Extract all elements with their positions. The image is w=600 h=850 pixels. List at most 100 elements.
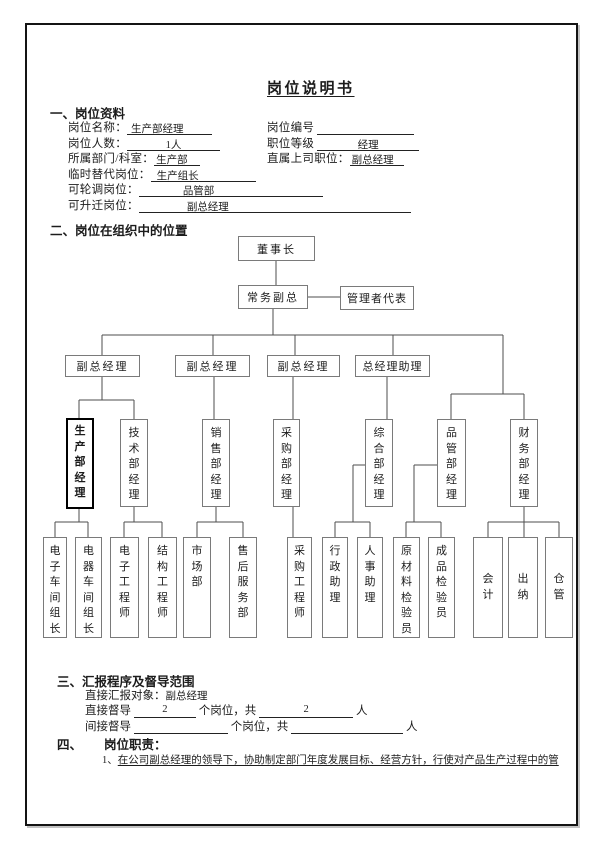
org-node-quality-manager: 品管部经理 [437, 419, 466, 507]
org-node-label: 会计 [482, 573, 494, 601]
page-border [25, 23, 578, 826]
people-unit-label: 人 [356, 705, 368, 717]
org-node-tech-manager: 技术部经理 [120, 419, 148, 507]
field-blank-direct-superior: 副总经理 [349, 152, 404, 166]
org-node-structural-engineer: 结构工程师 [148, 537, 177, 638]
section1-number: 一、 [50, 107, 76, 121]
org-node-label: 电子工程师 [119, 545, 130, 619]
org-node-label: 生产部经理 [74, 425, 86, 499]
section3-title: 汇报程序及督导范围 [82, 675, 195, 689]
field-label: 所属部门/科室： [68, 153, 155, 165]
report-to-line: 直接汇报对象：副总经理 [85, 687, 208, 703]
org-node-label: 采购部经理 [281, 427, 292, 501]
direct-supervision-label: 直接督导 [85, 705, 131, 717]
org-node-after-sales-dept: 售后服务部 [229, 537, 257, 638]
indirect-supervision-label: 间接督导 [85, 721, 131, 733]
section4-heading: 四、 岗位职责： [57, 734, 167, 753]
org-node-label: 财务部经理 [518, 427, 530, 501]
field-label: 岗位人数： [68, 138, 127, 150]
field-label: 岗位名称： [68, 122, 127, 134]
field-blank-substitute: 生产组长 [150, 168, 256, 182]
org-node-purchasing-engineer: 采购工程师 [287, 537, 312, 638]
field-headcount: 岗位人数：1人 [68, 135, 220, 151]
org-node-label: 行政助理 [329, 545, 341, 604]
section2-number: 二、 [50, 224, 76, 238]
field-rotation: 可轮调岗位：品管部 [68, 181, 323, 197]
org-node-executive-vp: 常务副总 [238, 285, 308, 309]
field-position-name: 岗位名称：生产部经理 [68, 119, 212, 135]
section1-heading: 一、岗位资料 [50, 103, 125, 122]
org-node-vp-2: 副总经理 [175, 355, 250, 377]
field-position-code: 岗位编号 [267, 119, 415, 135]
org-node-label: 电器车间组长 [83, 545, 94, 635]
org-node-gm-assistant: 总经理助理 [355, 355, 430, 377]
org-node-label: 原材料检验员 [401, 545, 412, 635]
people-unit-label: 人 [406, 721, 418, 733]
report-to-value: 副总经理 [165, 691, 208, 702]
org-node-market-dept: 市场部 [183, 537, 211, 638]
org-node-hr-assistant: 人事助理 [357, 537, 383, 638]
org-node-purchasing-manager: 采购部经理 [273, 419, 300, 507]
field-blank-department: 生产部 [154, 152, 201, 166]
field-label: 临时替代岗位： [68, 169, 151, 181]
field-promotion: 可升迁岗位：副总经理 [68, 197, 411, 213]
field-blank-position-code [317, 121, 415, 135]
org-node-vp-3: 副总经理 [267, 355, 340, 377]
field-label: 可升迁岗位： [68, 200, 139, 212]
direct-supervision-line: 直接督导 2 个岗位，共 2 人 [85, 702, 368, 718]
org-node-management-rep: 管理者代表 [340, 286, 414, 310]
field-blank-promotion: 副总经理 [138, 199, 411, 213]
section2-heading: 二、岗位在组织中的位置 [50, 220, 188, 239]
field-blank-grade: 经理 [317, 137, 420, 151]
field-blank-headcount: 1人 [127, 137, 220, 151]
org-node-production-manager-highlighted: 生产部经理 [66, 418, 94, 509]
report-to-label: 直接汇报对象： [85, 690, 166, 702]
org-node-vp-1: 副总经理 [65, 355, 140, 377]
field-label: 可轮调岗位： [68, 184, 139, 196]
positions-total-label: 个岗位，共 [198, 705, 257, 717]
org-node-label: 成品检验员 [436, 545, 447, 619]
org-node-label: 电子车间组长 [49, 545, 61, 635]
field-blank-position-name: 生产部经理 [127, 121, 212, 135]
org-node-admin-assistant: 行政助理 [322, 537, 348, 638]
field-grade: 职位等级 经理 [267, 135, 420, 151]
org-node-label: 技术部经理 [128, 427, 140, 501]
org-node-label: 出纳 [517, 573, 529, 601]
section3-number: 三、 [57, 675, 83, 689]
org-node-electronics-workshop-leader: 电子车间组长 [43, 537, 67, 638]
direct-people-blank: 2 [259, 704, 354, 718]
indirect-positions-blank [133, 720, 228, 734]
section2-title: 岗位在组织中的位置 [75, 224, 188, 238]
org-node-raw-material-inspector: 原材料检验员 [393, 537, 420, 638]
org-node-label: 人事助理 [364, 545, 376, 604]
org-node-chairman: 董事长 [238, 236, 315, 261]
org-node-sales-manager: 销售部经理 [202, 419, 230, 507]
org-node-label: 销售部经理 [210, 427, 222, 501]
field-label: 岗位编号 [267, 122, 315, 134]
org-node-finance-manager: 财务部经理 [510, 419, 538, 507]
org-node-label: 品管部经理 [446, 427, 457, 501]
indirect-people-blank [291, 720, 404, 734]
field-department: 所属部门/科室：生产部 [68, 150, 201, 166]
duty-item-text: 在公司副总经理的领导下，协助制定部门年度发展目标、经营方针，行使对产品生产过程中… [117, 755, 559, 766]
org-node-label: 仓管 [553, 573, 565, 601]
org-node-electronics-engineer: 电子工程师 [110, 537, 139, 638]
field-label: 直属上司职位： [267, 153, 350, 165]
section3-heading: 三、汇报程序及督导范围 [57, 671, 195, 690]
org-node-cashier: 出纳 [508, 537, 538, 638]
duty-item-number: 1、 [102, 755, 118, 766]
indirect-supervision-line: 间接督导 个岗位，共 人 [85, 718, 418, 734]
org-node-label: 售后服务部 [237, 545, 249, 619]
duty-item-1: 1、在公司副总经理的领导下，协助制定部门年度发展目标、经营方针，行使对产品生产过… [102, 752, 559, 767]
org-node-label: 综合部经理 [373, 427, 385, 501]
org-node-label: 结构工程师 [157, 545, 168, 619]
field-label: 职位等级 [267, 138, 315, 150]
field-substitute: 临时替代岗位：生产组长 [68, 166, 256, 182]
section4-number: 四、 [57, 738, 83, 752]
org-node-appliance-workshop-leader: 电器车间组长 [75, 537, 102, 638]
section4-title: 岗位职责： [104, 738, 167, 752]
positions-total-label: 个岗位，共 [230, 721, 289, 733]
org-node-accountant: 会计 [473, 537, 503, 638]
